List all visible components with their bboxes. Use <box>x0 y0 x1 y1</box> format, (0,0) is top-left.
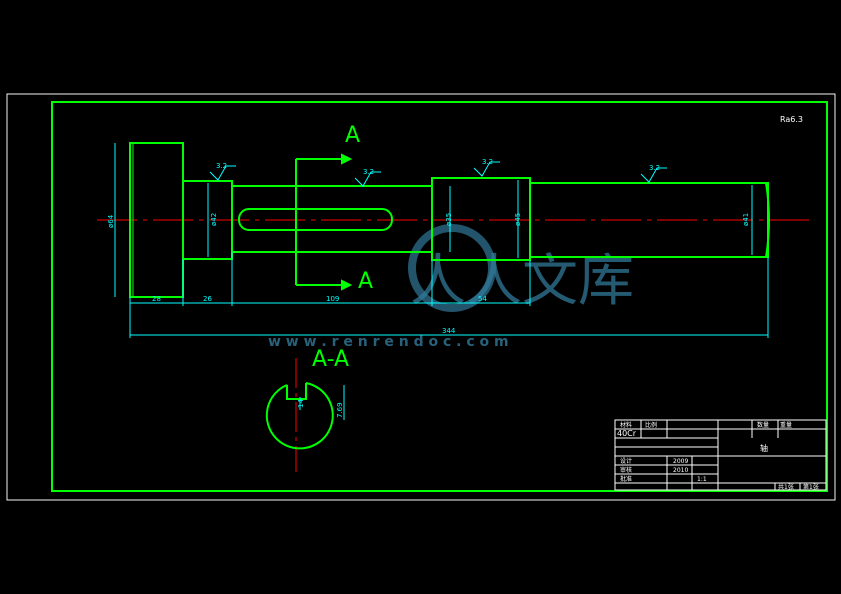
tb-part-name: 轴 <box>760 443 768 453</box>
section-mark-top: A <box>345 123 360 148</box>
drawing-frame <box>6 93 836 501</box>
dim-l3: 109 <box>326 295 339 303</box>
shaft-outline <box>129 142 770 298</box>
finish-1: 3.2 <box>216 162 227 170</box>
length-dimensions <box>129 252 769 338</box>
center-line <box>97 219 810 472</box>
section-cut-markers <box>295 153 353 291</box>
tb-sheet1: 共1张 <box>778 483 794 491</box>
dim-l1: 28 <box>152 295 161 303</box>
section-title: A-A <box>312 347 349 372</box>
finish-4: 3.2 <box>649 164 660 172</box>
dim-d5: ø41 <box>742 213 750 226</box>
finish-3: 3.2 <box>482 158 493 166</box>
section-mark-bottom: A <box>358 269 373 294</box>
tb-material-value: 40Cr <box>617 429 637 438</box>
dim-d2: ø42 <box>210 213 218 226</box>
tb-qty-label: 比例 <box>645 421 657 429</box>
dim-d1: ø64 <box>107 214 115 228</box>
tb-approver: 批准 <box>620 475 632 483</box>
section-dim-depth: 7.69 <box>336 402 344 418</box>
dim-l2: 26 <box>203 295 212 303</box>
tb-designer: 设计 <box>620 457 632 465</box>
surface-finish-symbols <box>209 161 667 187</box>
dim-total: 344 <box>442 327 456 335</box>
drawing-border <box>51 101 828 492</box>
tb-date1: 2009 <box>673 458 688 465</box>
tb-extra: 1:1 <box>697 476 707 483</box>
diameter-dimensions <box>114 143 753 297</box>
tb-scale-label: 数量 <box>757 421 769 429</box>
dim-l4: 54 <box>478 295 487 303</box>
section-dimension-lines <box>299 385 345 420</box>
roughness-note: Ra6.3 <box>780 115 803 124</box>
finish-2: 3.2 <box>363 168 374 176</box>
watermark-url: w w w . r e n r e n d o c . c o m <box>268 334 509 350</box>
title-block <box>614 419 827 491</box>
section-dim-keyway: 14 <box>297 399 305 408</box>
dim-d4: ø45 <box>514 213 522 226</box>
tb-material-label: 材料 <box>620 421 632 429</box>
tb-date2: 2010 <box>673 467 688 474</box>
tb-sheet2: 第1张 <box>803 483 819 491</box>
tb-scale-value: 重量 <box>780 421 792 429</box>
watermark-brand: 人人文库 <box>410 249 634 314</box>
tb-checker: 审核 <box>620 466 632 474</box>
section-view <box>265 382 334 450</box>
dim-d3: ø35 <box>445 213 453 226</box>
